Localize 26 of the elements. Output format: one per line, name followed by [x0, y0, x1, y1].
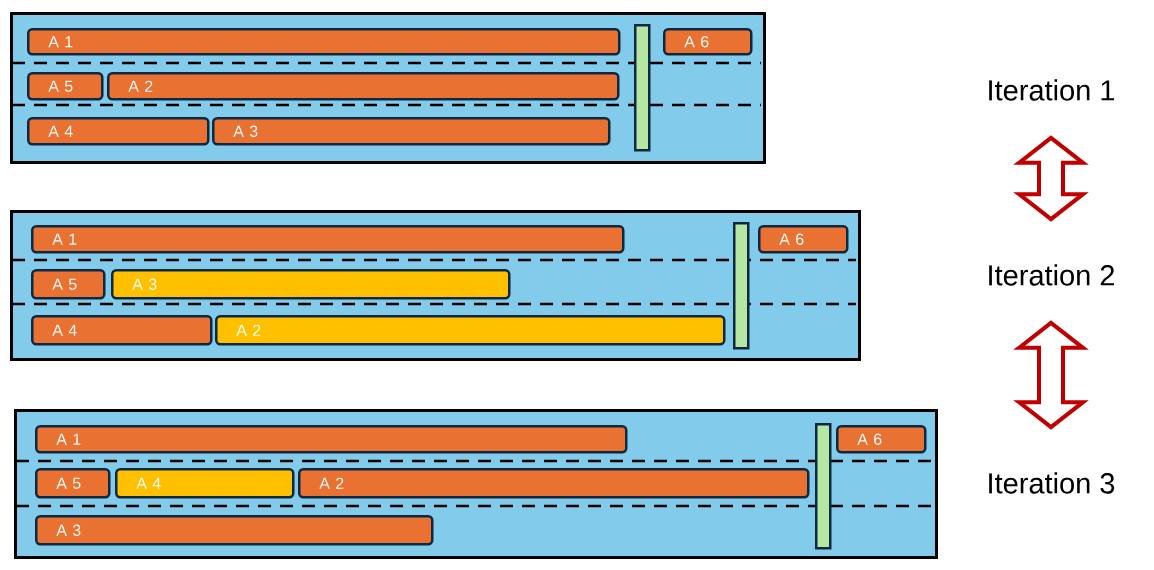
task-bar: A 3	[35, 515, 434, 546]
iteration-label: Iteration 1	[989, 79, 1115, 101]
vertical-bar	[815, 423, 832, 550]
task-bar: A 1	[27, 28, 621, 56]
task-bar: A 2	[215, 315, 726, 346]
iteration-label: Iteration 2	[989, 264, 1114, 286]
task-bar: A 3	[111, 269, 511, 300]
task-bar: A 3	[212, 117, 611, 146]
task-bar: A 4	[27, 117, 210, 146]
iteration-label: Iteration 3	[989, 472, 1115, 494]
task-bar: A 6	[758, 225, 849, 254]
task-bar: A 6	[836, 425, 927, 454]
task-bar: A 5	[35, 468, 111, 499]
task-bar: A 4	[115, 468, 295, 499]
double-arrow	[1013, 135, 1089, 222]
vertical-bar	[733, 222, 750, 350]
double-arrow	[1013, 320, 1089, 430]
task-bar: A 1	[35, 425, 628, 454]
task-bar: A 6	[663, 28, 753, 56]
task-bar: A 2	[107, 72, 620, 101]
task-bar: A 2	[298, 468, 810, 499]
task-bar: A 1	[31, 225, 625, 254]
task-bar: A 4	[31, 315, 213, 346]
task-bar: A 5	[31, 269, 106, 300]
vertical-bar	[634, 24, 651, 152]
task-bar: A 5	[27, 72, 104, 101]
